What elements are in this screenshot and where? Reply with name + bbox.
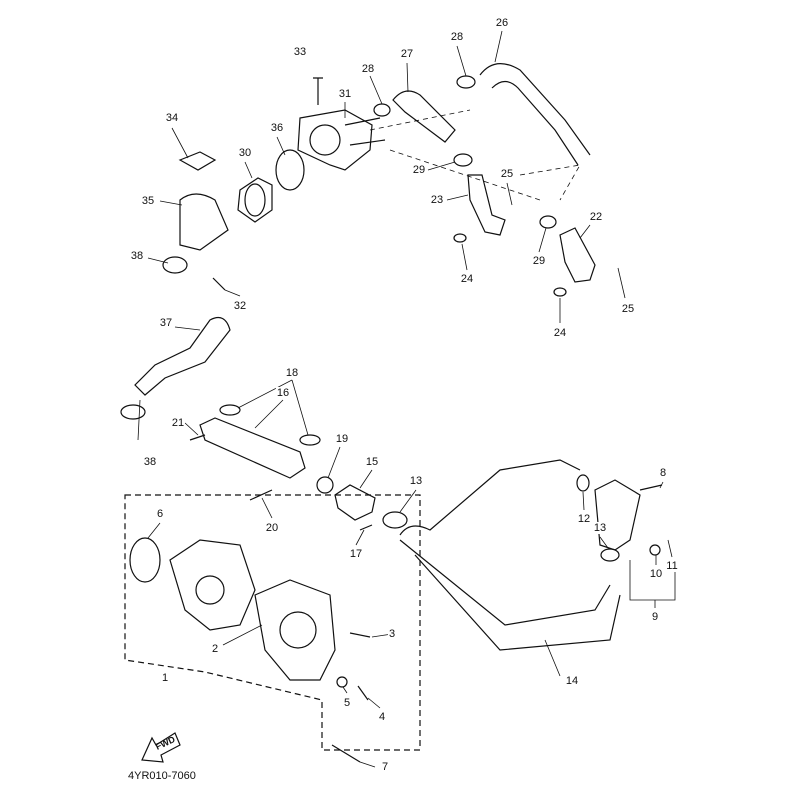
callout-34: 34 xyxy=(164,112,180,124)
clamp-13 xyxy=(600,548,620,562)
callout-10: 10 xyxy=(648,568,664,580)
callout-20: 20 xyxy=(264,522,280,534)
callout-23: 23 xyxy=(429,194,445,206)
callout-15: 15 xyxy=(364,456,380,468)
callout-36: 36 xyxy=(269,122,285,134)
callout-26: 26 xyxy=(494,17,510,29)
o-ring-24a xyxy=(453,233,467,243)
callout-33: 33 xyxy=(292,46,308,58)
o-ring-18a xyxy=(219,404,241,416)
callout-27: 27 xyxy=(399,48,415,60)
callout-9: 9 xyxy=(650,611,660,623)
callout-18: 18 xyxy=(284,367,300,379)
thermostat-housing-port xyxy=(309,124,341,156)
bolt-4 xyxy=(357,685,369,701)
washer-5 xyxy=(336,676,348,688)
pump-assembly-outline xyxy=(124,494,421,751)
callout-35: 35 xyxy=(140,195,156,207)
callout-17: 17 xyxy=(348,548,364,560)
callout-38: 38 xyxy=(129,250,145,262)
callout-14: 14 xyxy=(564,675,580,687)
o-ring-12 xyxy=(576,474,590,492)
callout-25: 25 xyxy=(620,303,636,315)
callout-37: 37 xyxy=(158,317,174,329)
filler-neck-35 xyxy=(179,193,229,251)
bolt-33 xyxy=(313,77,323,105)
callout-28: 28 xyxy=(449,31,465,43)
pipe-15 xyxy=(334,484,376,521)
bolt-8 xyxy=(639,484,663,491)
callout-25: 25 xyxy=(499,168,515,180)
callout-7: 7 xyxy=(380,761,390,773)
clamp-29a xyxy=(453,153,473,167)
callout-24: 24 xyxy=(459,273,475,285)
washer-10 xyxy=(649,544,661,556)
callout-6: 6 xyxy=(155,508,165,520)
callout-11: 11 xyxy=(665,560,679,572)
pipe-16 xyxy=(199,417,306,479)
clamp-38b xyxy=(120,404,146,420)
bolt-3 xyxy=(349,632,371,638)
thermostat-30 xyxy=(237,177,273,223)
callout-21: 21 xyxy=(170,417,186,429)
o-ring-24b xyxy=(553,287,567,297)
bolt-7 xyxy=(331,744,361,763)
callout-29: 29 xyxy=(531,255,547,267)
callout-16: 16 xyxy=(275,387,291,399)
callout-3: 3 xyxy=(387,628,397,640)
callout-1: 1 xyxy=(160,672,170,684)
clamp-13b xyxy=(382,511,408,529)
callout-13: 13 xyxy=(592,522,608,534)
hose-14 xyxy=(399,459,621,651)
callout-5: 5 xyxy=(342,697,352,709)
o-ring-18b xyxy=(299,434,321,446)
bolt-32 xyxy=(212,277,226,291)
bolt-20 xyxy=(249,489,273,501)
water-pump-impeller xyxy=(169,539,256,631)
callout-8: 8 xyxy=(658,467,668,479)
thermostat-housing-31 xyxy=(297,109,373,171)
bolt-17 xyxy=(359,524,373,531)
callout-28: 28 xyxy=(360,63,376,75)
hose-26 xyxy=(479,63,591,166)
callout-22: 22 xyxy=(588,211,604,223)
callout-19: 19 xyxy=(334,433,350,445)
clamp-29b xyxy=(539,215,557,229)
callout-31: 31 xyxy=(337,88,353,100)
callout-13: 13 xyxy=(408,475,424,487)
callout-2: 2 xyxy=(210,643,220,655)
o-ring-6 xyxy=(129,537,161,583)
pipe-23 xyxy=(467,174,506,236)
o-ring-19 xyxy=(316,476,334,494)
hose-37 xyxy=(134,317,231,396)
callout-30: 30 xyxy=(237,147,253,159)
part-code: 4YR010-7060 xyxy=(128,770,196,782)
hose-27 xyxy=(392,90,456,143)
fwd-arrow-icon xyxy=(141,732,181,763)
callout-32: 32 xyxy=(232,300,248,312)
clamp-28a xyxy=(373,103,391,117)
clamp-28b xyxy=(456,75,476,89)
o-ring-36 xyxy=(275,149,305,191)
pump-cover-2 xyxy=(254,579,336,681)
callout-4: 4 xyxy=(377,711,387,723)
elbow-12 xyxy=(594,479,641,551)
callout-38: 38 xyxy=(142,456,158,468)
callout-29: 29 xyxy=(411,164,427,176)
pipe-22 xyxy=(559,227,596,283)
bolt-21 xyxy=(189,434,206,441)
clamp-38a xyxy=(162,256,188,274)
callout-24: 24 xyxy=(552,327,568,339)
cap-34 xyxy=(178,151,217,171)
callout-12: 12 xyxy=(576,513,592,525)
